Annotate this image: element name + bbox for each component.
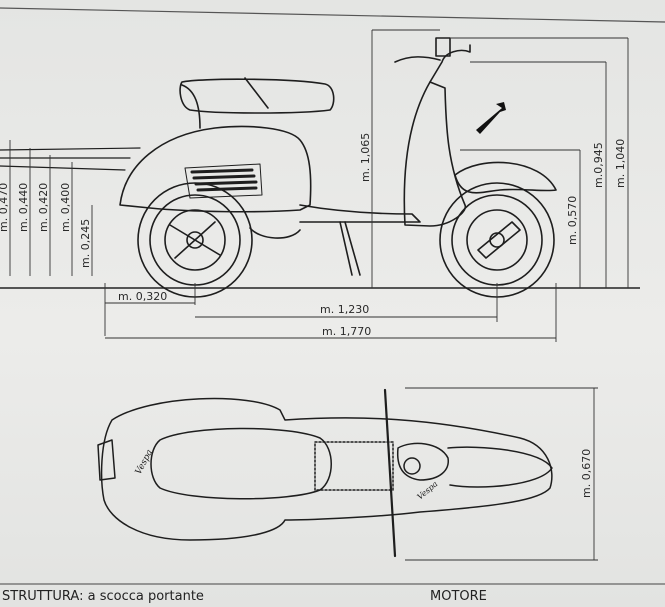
structure-caption: STRUTTURA: a scocca portante (2, 589, 204, 604)
handlebar (394, 44, 471, 83)
height-label-0945: m.0,945 (592, 142, 605, 188)
rear-wheel (137, 182, 253, 298)
height-label-1065: m. 1,065 (359, 133, 372, 182)
top-seat (150, 427, 332, 500)
rear-body (119, 125, 312, 213)
height-label-1040: m. 1,040 (614, 139, 627, 188)
top-body-outline (100, 397, 553, 541)
side-view-scooter (0, 37, 557, 298)
height-label-0400: m. 0,400 (59, 183, 72, 232)
height-label-0470: m. 0,470 (0, 183, 10, 232)
seat (179, 78, 335, 114)
length-label-1770: m. 1,770 (322, 325, 371, 338)
length-label-1230: m. 1,230 (320, 303, 369, 316)
engine-vents (190, 168, 258, 192)
top-border-line (0, 7, 665, 23)
headlamp-housing (435, 37, 451, 57)
structure-caption-title: STRUTTURA (2, 589, 80, 604)
top-rear-light (97, 439, 116, 481)
top-dimension-lines (405, 387, 598, 561)
width-label-0670: m. 0,670 (580, 449, 593, 498)
top-front-fender (447, 446, 553, 488)
pointer-arrow-icon (476, 102, 506, 134)
height-label-0245: m. 0,245 (79, 219, 92, 268)
front-fender (454, 161, 557, 194)
rear-rack (0, 147, 141, 171)
engine-caption: MOTORE (430, 589, 487, 604)
exhaust (249, 227, 301, 239)
top-view-scooter (97, 388, 553, 558)
top-handlebar (383, 388, 397, 558)
top-speedometer-icon (403, 457, 421, 475)
top-headset (396, 442, 449, 481)
height-label-0440: m. 0,440 (17, 183, 30, 232)
floorboard (299, 204, 421, 223)
center-stand (339, 221, 361, 276)
structure-caption-text: a scocca portante (87, 589, 204, 604)
front-wheel (439, 182, 555, 298)
top-floor-mat (314, 441, 394, 491)
height-label-0570: m. 0,570 (566, 196, 579, 245)
height-label-0420: m. 0,420 (37, 183, 50, 232)
side-dimension-lines (9, 29, 629, 342)
length-label-0320: m. 0,320 (118, 290, 167, 303)
legshield (403, 81, 466, 227)
front-badge-logo: Vespa (416, 479, 440, 501)
